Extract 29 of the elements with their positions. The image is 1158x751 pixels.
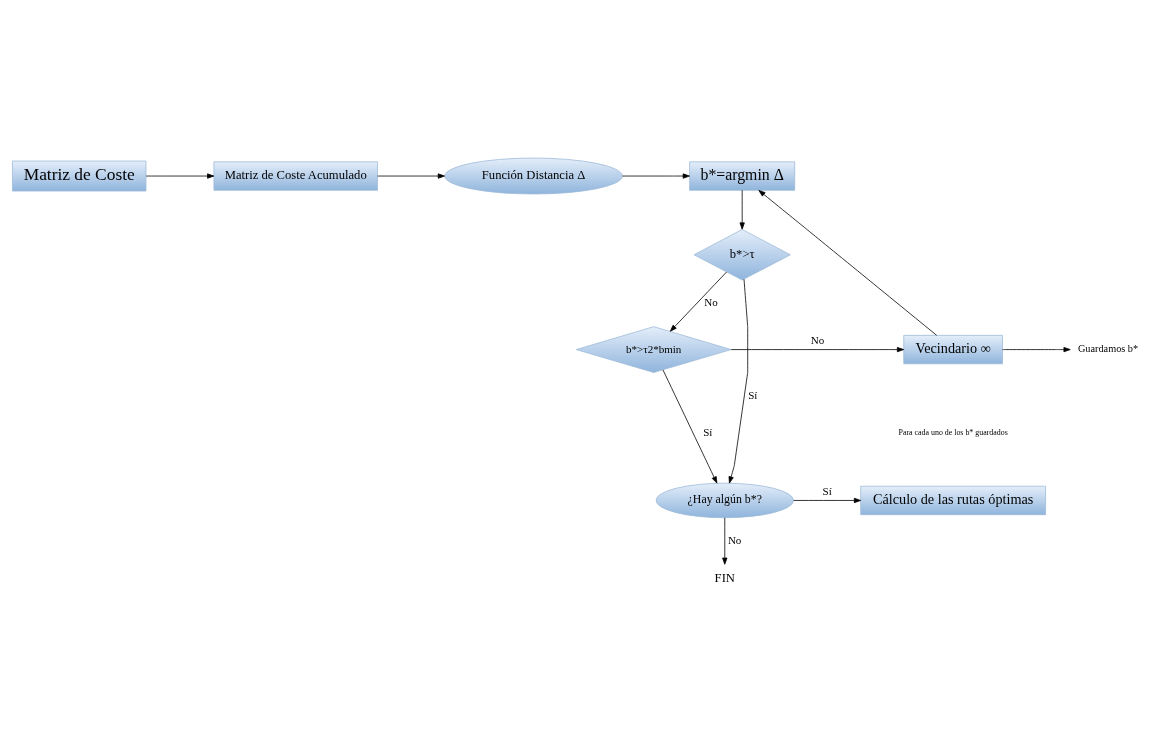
arrow <box>145 173 215 179</box>
edge-label: No <box>727 534 742 547</box>
edge-label: No <box>704 296 718 309</box>
node-text: FIN <box>714 570 735 585</box>
node-text: Guardamos b* <box>1077 343 1139 355</box>
arrow <box>622 173 690 179</box>
node-box: Matriz de Coste <box>12 160 147 192</box>
edge-label: No <box>810 334 825 347</box>
arrow <box>758 190 938 336</box>
arrow <box>1002 347 1071 353</box>
node-box: b*=argmin Δ <box>689 161 796 191</box>
node-ellipse: ¿Hay algún b*? <box>655 482 794 519</box>
node-diamond: b*>τ <box>693 229 791 281</box>
arrow <box>793 497 861 504</box>
node-box: Matriz de Coste Acumulado <box>213 161 378 191</box>
label: Para cada uno de los b* guardados <box>898 428 1008 438</box>
node-ellipse: Función Distancia Δ <box>444 157 623 195</box>
arrow <box>662 369 718 484</box>
node-box: Cálculo de las rutas óptimas <box>860 485 1046 516</box>
arrow <box>722 517 728 565</box>
arrow <box>669 271 727 332</box>
edge-label: Sí <box>703 426 713 439</box>
node-box: Vecindario ∞ <box>903 334 1003 365</box>
arrow <box>730 347 905 353</box>
arrow <box>728 278 749 484</box>
arrow <box>739 189 745 230</box>
edge-label: Sí <box>822 485 832 498</box>
edge-label: Sí <box>748 388 758 401</box>
arrow <box>377 173 445 179</box>
